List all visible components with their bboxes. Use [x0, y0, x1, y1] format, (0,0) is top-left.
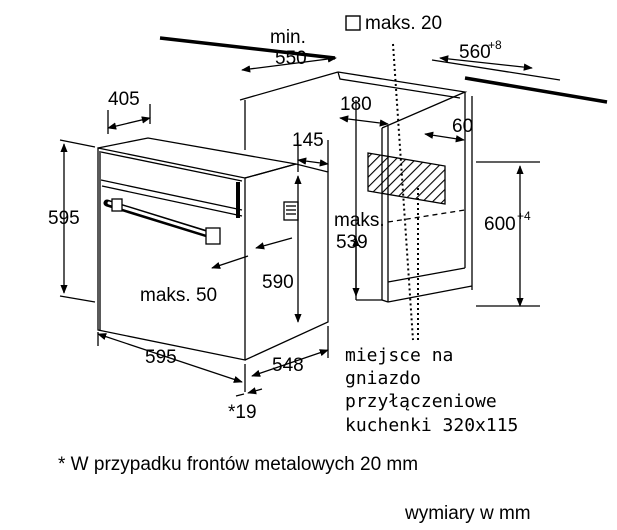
- socket-note-line-4: kuchenki 320x115: [345, 415, 518, 436]
- label-maks-50: maks. 50: [140, 285, 217, 306]
- label-590: 590: [262, 272, 294, 293]
- units-note: wymiary w mm: [404, 503, 531, 524]
- oven-handle: [103, 198, 221, 245]
- label-maks-20: maks. 20: [365, 13, 442, 34]
- countertop-edges: [159, 36, 608, 104]
- oven-body: [97, 137, 329, 361]
- label-539: 539: [336, 232, 368, 253]
- label-548: 548: [272, 355, 304, 376]
- socket-note: miejsce na gniazdo przyłączeniowe kuchen…: [345, 345, 518, 436]
- dimension-labels: min. 550 maks. 20 560 +8 405 180 145 60 …: [48, 13, 531, 423]
- label-595-height: 595: [48, 208, 80, 229]
- label-600-tolerance: +4: [517, 209, 531, 223]
- dimension-lines: [59, 43, 540, 397]
- socket-note-line-1: miejsce na: [345, 345, 453, 366]
- label-405: 405: [108, 89, 140, 110]
- socket-area: [367, 152, 446, 205]
- side-bracket: [283, 201, 299, 221]
- square-symbol: [345, 15, 361, 31]
- label-180: 180: [340, 94, 372, 115]
- label-560: 560: [459, 42, 491, 63]
- label-star-19: *19: [228, 402, 257, 423]
- label-maks: maks.: [334, 210, 385, 231]
- socket-note-line-2: gniazdo: [345, 368, 421, 389]
- label-60: 60: [452, 116, 473, 137]
- label-550: 550: [275, 48, 307, 69]
- label-145: 145: [292, 130, 324, 151]
- label-600: 600: [484, 214, 516, 235]
- cabinet-niche: [239, 71, 473, 303]
- footnote: * W przypadku frontów metalowych 20 mm: [58, 454, 418, 475]
- label-595-width: 595: [145, 347, 177, 368]
- socket-note-line-3: przyłączeniowe: [345, 391, 497, 412]
- label-560-tolerance: +8: [488, 38, 502, 52]
- label-min: min.: [270, 27, 306, 48]
